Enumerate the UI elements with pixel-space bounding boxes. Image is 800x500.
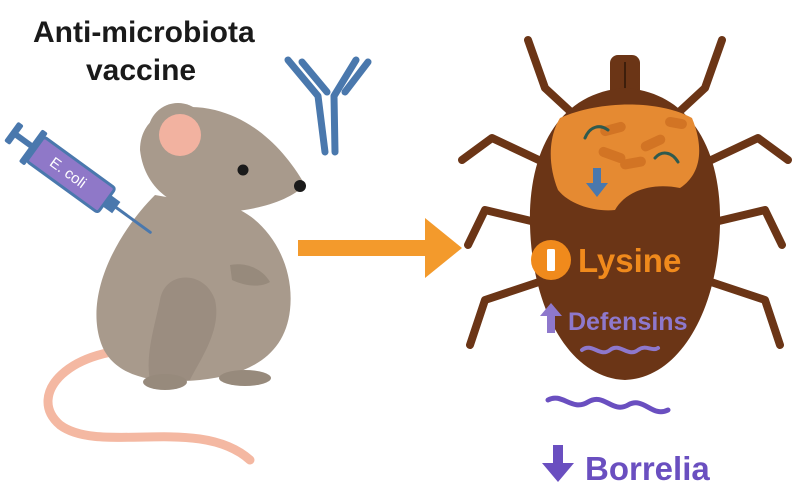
arrow-up-icon xyxy=(540,303,562,333)
lysine-label: Lysine xyxy=(578,242,681,279)
title-line-1: Anti-microbiota xyxy=(33,16,255,49)
mouse-tail xyxy=(43,345,255,465)
arrow-down-icon-borrelia xyxy=(542,445,574,482)
tick-icon xyxy=(529,55,721,380)
arrow-right-icon xyxy=(298,218,462,278)
title-line-2: vaccine xyxy=(86,54,196,87)
syringe-icon: E. coli xyxy=(4,122,152,234)
borrelia-label: Borrelia xyxy=(585,450,710,487)
mouse-icon xyxy=(96,103,306,390)
defensins-label: Defensins xyxy=(568,308,687,336)
antibody-icon xyxy=(284,56,372,156)
spirochete-icon-tick xyxy=(580,345,660,355)
arrow-down-icon xyxy=(586,168,608,197)
spirochete-icon-borrelia xyxy=(545,395,671,415)
